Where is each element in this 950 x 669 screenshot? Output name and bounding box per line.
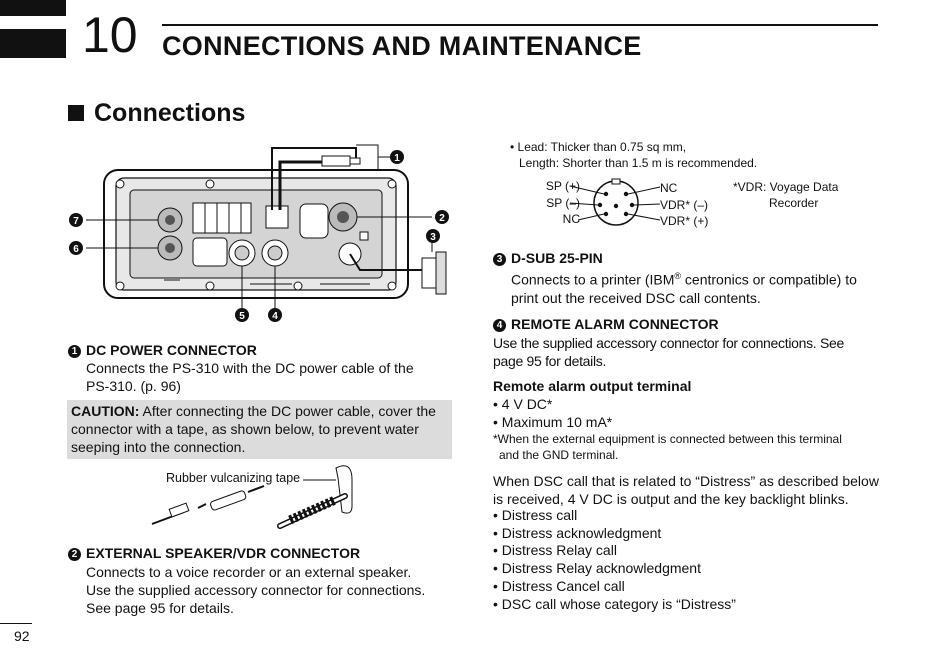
caution-label: CAUTION: <box>71 403 140 419</box>
chapter-tab-top <box>0 0 66 16</box>
list-item: • DSC call whose category is “Distress” <box>493 595 736 612</box>
chapter-number: 10 <box>82 7 138 63</box>
description-line: is received, 4 V DC is output and the ke… <box>493 491 849 507</box>
callout-6: 6 <box>69 241 83 255</box>
list-item: • Distress acknowledgment <box>493 524 662 541</box>
registered-mark: ® <box>674 271 682 281</box>
callout-2-badge: 2 <box>68 548 81 561</box>
dsub-line: centronics or compatible) to <box>681 271 857 288</box>
callout-4-badge: 4 <box>493 319 506 332</box>
list-item: • Distress Cancel call <box>493 577 625 594</box>
dsub-text: Connects to a printer (IBM® centronics o… <box>511 267 857 307</box>
dc-power-line: PS-310. (p. 96) <box>86 378 181 394</box>
svg-text:7: 7 <box>73 216 79 227</box>
dc-power-title: DC POWER CONNECTOR <box>86 342 257 358</box>
remote-alarm-title: REMOTE ALARM CONNECTOR <box>511 316 719 332</box>
pin-label: VDR* (–) <box>660 197 709 212</box>
callout-4: 4 <box>268 308 282 322</box>
lead-spec: • Lead: Thicker than 0.75 sq mm, Length:… <box>510 139 757 171</box>
list-item: • Distress Relay acknowledgment <box>493 560 701 577</box>
caution-text: After connecting the DC power cable, cov… <box>139 403 436 419</box>
list-item: • Distress Relay call <box>493 542 617 559</box>
ext-speaker-line: Use the supplied accessory connector for… <box>86 582 426 598</box>
note-line: *When the external equipment is connecte… <box>493 432 842 446</box>
remote-alarm-description: When DSC call that is related to “Distre… <box>493 472 879 508</box>
callout-3-badge: 3 <box>493 253 506 266</box>
list-item: • Maximum 10 mA* <box>493 413 613 430</box>
dsub-line: print out the received DSC call contents… <box>511 289 761 306</box>
callout-1-badge: 1 <box>68 345 81 358</box>
svg-text:4: 4 <box>272 311 278 322</box>
ext-speaker-line: See page 95 for details. <box>86 600 234 616</box>
callout-1: 1 <box>390 150 404 164</box>
dsub-heading: 3 D-SUB 25-PIN <box>493 250 603 266</box>
svg-text:3: 3 <box>430 232 436 243</box>
svg-text:1: 1 <box>394 153 400 164</box>
list-item: • Distress call <box>493 507 578 523</box>
ext-speaker-heading: 2 EXTERNAL SPEAKER/VDR CONNECTOR <box>68 545 360 561</box>
svg-text:6: 6 <box>73 244 79 255</box>
pin-label: SP (+) <box>545 179 580 193</box>
vdr-note: *VDR: Voyage Data Recorder <box>733 179 838 211</box>
section-title: Connections <box>94 99 246 127</box>
callout-3: 3 <box>426 229 440 243</box>
vdr-note-line: *VDR: Voyage Data <box>733 180 839 194</box>
note-line: and the GND terminal. <box>499 448 619 462</box>
dsub-title: D-SUB 25-PIN <box>511 250 603 266</box>
callout-5: 5 <box>235 308 249 322</box>
page-number: 92 <box>14 628 30 644</box>
callout-7: 7 <box>69 213 83 227</box>
tape-label: Rubber vulcanizing tape <box>166 471 301 485</box>
description-line: When DSC call that is related to “Distre… <box>493 473 879 489</box>
output-spec-list: • 4 V DC* • Maximum 10 mA* <box>493 396 612 431</box>
dsub-line: Connects to a printer (IBM <box>511 271 675 288</box>
chapter-rule <box>162 24 878 26</box>
svg-text:5: 5 <box>239 311 245 322</box>
pin-label: SP (–) <box>546 195 580 210</box>
pin-label: NC <box>660 181 678 195</box>
pin-connector-diagram <box>569 178 661 226</box>
lead-line: • Lead: Thicker than 0.75 sq mm, <box>510 140 687 154</box>
remote-alarm-heading: 4 REMOTE ALARM CONNECTOR <box>493 316 719 332</box>
pinout-right-labels: NC VDR* (–) VDR* (+) <box>660 180 708 230</box>
distress-call-list: • Distress call • Distress acknowledgmen… <box>493 507 736 613</box>
vdr-note-line: Recorder <box>769 196 819 210</box>
dc-power-heading: 1 DC POWER CONNECTOR <box>68 342 257 358</box>
remote-alarm-text: Use the supplied accessory connector for… <box>493 334 844 370</box>
tape-illustration <box>151 465 353 529</box>
remote-alarm-subheading: Remote alarm output terminal <box>493 378 692 394</box>
length-line: Length: Shorter than 1.5 m is recommende… <box>519 156 758 170</box>
dc-power-text: Connects the PS-310 with the DC power ca… <box>86 359 414 395</box>
page-rule <box>0 623 32 624</box>
caution-box: CAUTION: After connecting the DC power c… <box>67 400 452 459</box>
remote-alarm-line: Use the supplied accessory connector for… <box>493 335 844 351</box>
chapter-title: CONNECTIONS AND MAINTENANCE <box>162 31 642 61</box>
list-item: • 4 V DC* <box>493 396 553 412</box>
rear-panel-diagram: 1 2 3 4 5 6 7 <box>69 144 449 322</box>
pin-label: NC <box>562 212 580 226</box>
pinout-left-labels: SP (+) SP (–) NC <box>528 178 580 228</box>
caution-text: connector with a tape, as shown below, t… <box>71 421 419 437</box>
remote-alarm-note: *When the external equipment is connecte… <box>493 431 842 463</box>
ext-speaker-title: EXTERNAL SPEAKER/VDR CONNECTOR <box>86 545 361 561</box>
dc-power-line: Connects the PS-310 with the DC power ca… <box>86 360 414 376</box>
remote-alarm-line: page 95 for details. <box>493 353 607 369</box>
ext-speaker-text: Connects to a voice recorder or an exter… <box>86 563 425 617</box>
caution-text: seeping into the connection. <box>71 439 246 455</box>
callout-2: 2 <box>435 210 449 224</box>
pin-label: VDR* (+) <box>660 214 709 228</box>
ext-speaker-line: Connects to a voice recorder or an exter… <box>86 564 412 580</box>
section-square-icon <box>68 105 84 121</box>
svg-text:2: 2 <box>439 213 445 224</box>
chapter-tab <box>0 29 66 58</box>
